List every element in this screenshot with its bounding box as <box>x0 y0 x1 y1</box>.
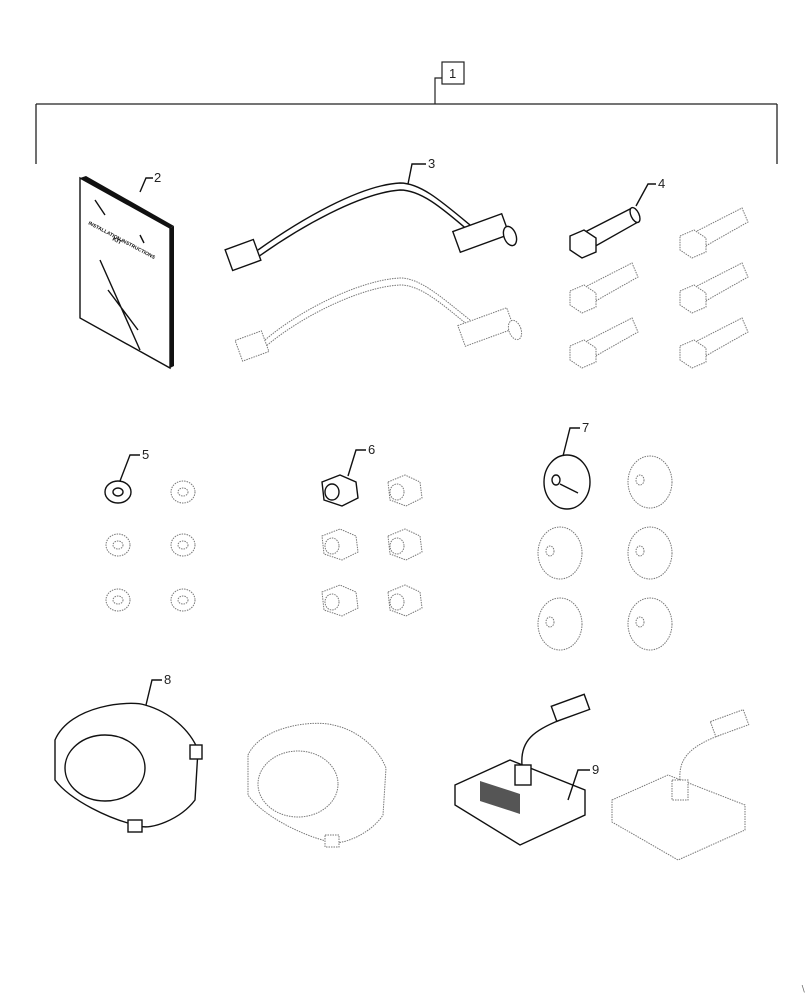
callout-4: 4 <box>658 176 665 191</box>
callout-5: 5 <box>142 447 149 462</box>
callout-box-1 <box>441 61 465 85</box>
part-nuts: 6 <box>321 442 423 617</box>
callout-6: 6 <box>368 442 375 457</box>
part-washers: 5 <box>104 447 196 612</box>
part-modules: 9 <box>454 693 750 861</box>
callout-8: 8 <box>164 672 171 687</box>
part-harness: 3 <box>224 156 523 362</box>
bolt <box>569 206 641 259</box>
bolt <box>679 317 749 369</box>
corner-mark: ∖ <box>800 984 806 994</box>
bolt <box>679 262 749 314</box>
part-booklet: KIT INSTALLATION INSTRUCTIONS 2 <box>79 170 174 370</box>
booklet-title: KIT <box>111 236 123 246</box>
callout-1: 1 <box>449 66 456 81</box>
bolt <box>679 207 749 259</box>
callout-3: 3 <box>428 156 435 171</box>
bolt <box>569 262 639 314</box>
callout-9: 9 <box>592 762 599 777</box>
part-grommets: 7 <box>537 420 673 651</box>
part-lamps: 8 <box>54 672 387 848</box>
callout-2: 2 <box>154 170 161 185</box>
bolt <box>569 317 639 369</box>
part-bolts: 4 <box>569 176 749 369</box>
assembly-bracket: 1 <box>35 61 778 164</box>
callout-7: 7 <box>582 420 589 435</box>
